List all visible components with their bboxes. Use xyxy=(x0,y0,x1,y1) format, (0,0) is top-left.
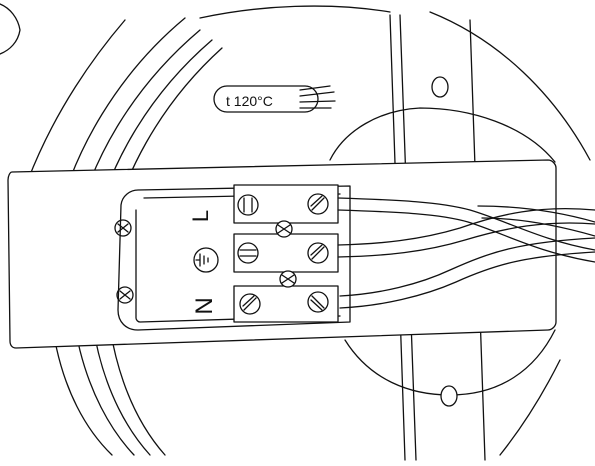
terminal-block xyxy=(233,184,339,323)
live-label: L xyxy=(188,210,213,222)
earth-ground-symbol xyxy=(193,247,219,273)
cable-icon: t 120°C xyxy=(213,85,336,113)
corner-circle-outline xyxy=(0,3,21,55)
supply-wires xyxy=(337,197,595,309)
cable-cutout xyxy=(117,185,351,331)
temperature-rating-label: t 120°C xyxy=(226,93,273,109)
neutral-label: N xyxy=(191,297,218,314)
